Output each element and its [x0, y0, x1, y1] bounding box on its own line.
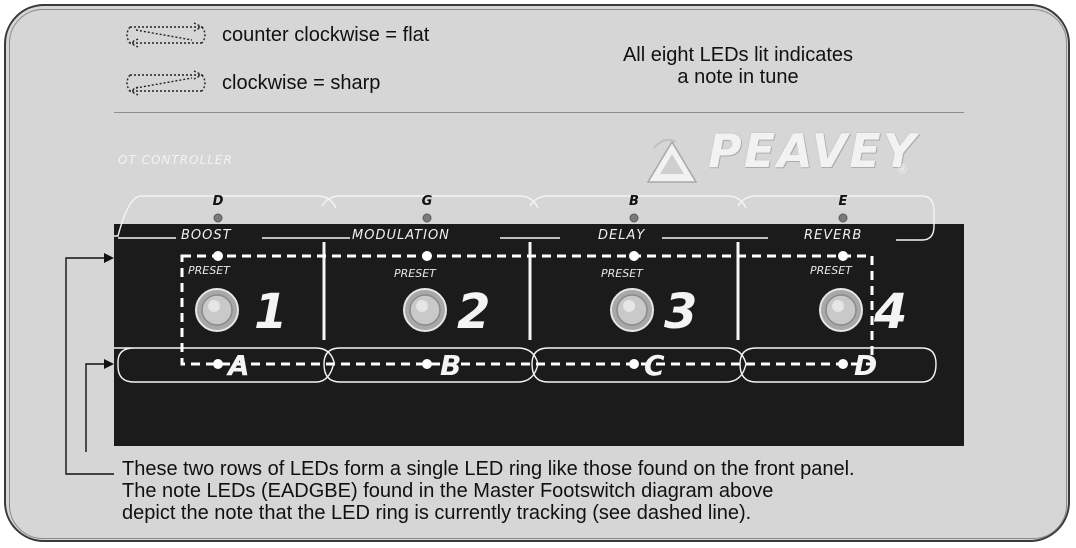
- footnote-line1: These two rows of LEDs form a single LED…: [122, 458, 855, 480]
- footnote-line2: The note LEDs (EADGBE) found in the Mast…: [122, 480, 774, 502]
- legend-cw: clockwise = sharp: [122, 70, 380, 96]
- legend-ccw: counter clockwise = flat: [122, 22, 429, 48]
- footnote-line3: depict the note that the LED ring is cur…: [122, 502, 752, 524]
- arrow-upper-icon: [104, 253, 114, 263]
- footswitch-knobs: [195, 288, 863, 332]
- footswitch-panel-bottom: [114, 224, 964, 446]
- effect-modulation: MODULATION: [352, 228, 450, 243]
- upper-ring-leds: [213, 251, 848, 261]
- preset-number-4: 4: [874, 284, 908, 340]
- peavey-logo-icon: [646, 139, 698, 183]
- brand-registered-mark: ®: [898, 162, 907, 176]
- note-letter-g: G: [421, 194, 433, 209]
- brand-name: PEAVEY: [708, 124, 918, 178]
- footnote: These two rows of LEDs form a single LED…: [122, 458, 855, 524]
- footswitch-1-icon: [195, 288, 239, 332]
- ccw-arrow-icon: [126, 22, 206, 48]
- lower-ring-leds: [213, 359, 848, 369]
- bank-frames: [114, 347, 937, 383]
- ccw-label: counter clockwise = flat: [222, 23, 430, 46]
- bank-letter-d: D: [854, 349, 878, 382]
- note-letter-d: D: [212, 194, 224, 209]
- led-ring-dashed-line: [180, 254, 874, 366]
- effect-frames: [114, 195, 935, 241]
- tune-note-line2: a note in tune: [677, 66, 799, 88]
- note-leds: [213, 213, 848, 223]
- effect-reverb: REVERB: [804, 228, 863, 243]
- footswitch-4-icon: [819, 288, 863, 332]
- bank-letter-a: A: [228, 349, 250, 382]
- footswitch-3-icon: [610, 288, 654, 332]
- preset-number-2: 2: [457, 284, 491, 340]
- note-letter-e: E: [838, 194, 848, 209]
- effect-boost: BOOST: [181, 228, 232, 243]
- preset-number-1: 1: [254, 284, 288, 340]
- effect-delay: DELAY: [598, 228, 646, 243]
- cw-arrow-icon: [126, 70, 206, 96]
- cw-label: clockwise = sharp: [222, 71, 381, 94]
- arrow-lower-icon: [104, 359, 114, 369]
- preset-label-1: PRESET: [188, 264, 230, 277]
- footswitch-2-icon: [403, 288, 447, 332]
- note-letter-b: B: [629, 194, 639, 209]
- footswitch-panel-top: [114, 112, 964, 225]
- bank-letter-b: B: [440, 349, 462, 382]
- bracket-arrowheads: [104, 253, 114, 369]
- preset-label-3: PRESET: [601, 267, 643, 280]
- bracket-lines: [65, 257, 114, 475]
- preset-label-2: PRESET: [394, 267, 436, 280]
- tune-note: All eight LEDs lit indicates a note in t…: [588, 44, 888, 88]
- preset-label-4: PRESET: [810, 264, 852, 277]
- preset-number-3: 3: [664, 284, 698, 340]
- tune-note-line1: All eight LEDs lit indicates: [622, 44, 854, 66]
- separators: [322, 242, 740, 340]
- bank-letter-c: C: [644, 349, 665, 382]
- controller-label: OT CONTROLLER: [118, 153, 233, 167]
